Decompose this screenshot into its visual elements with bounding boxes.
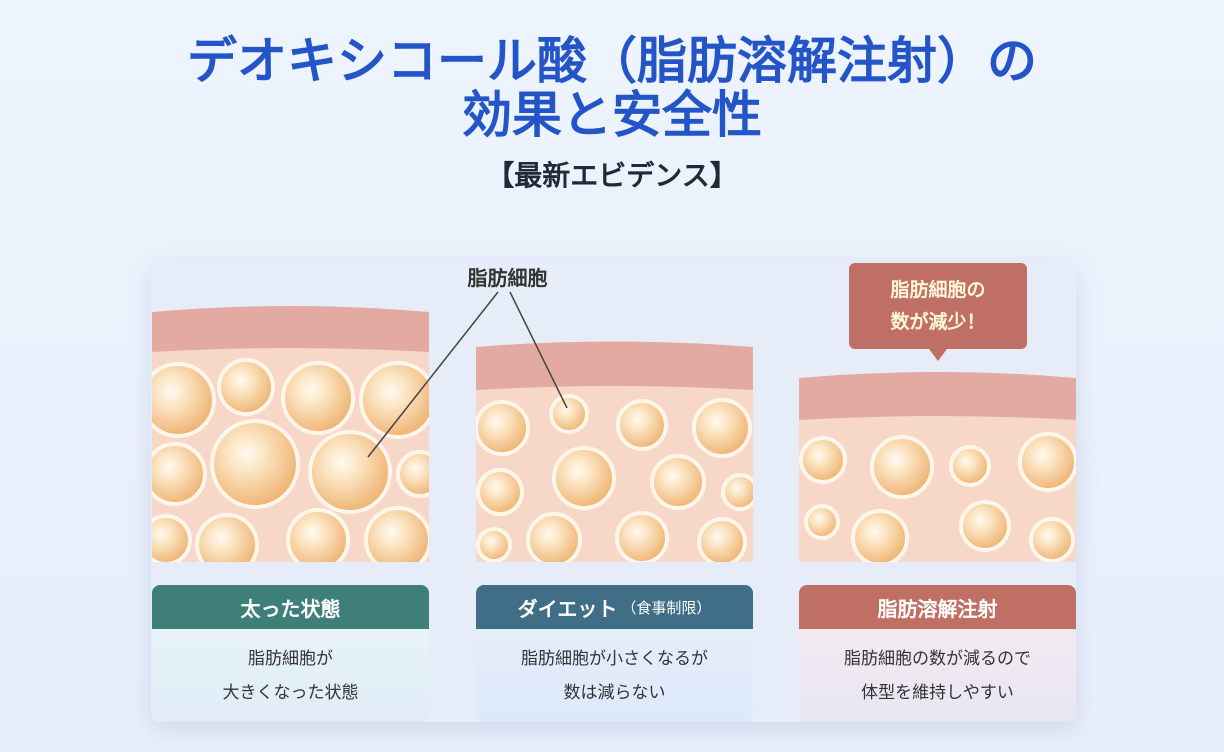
fat-cell-icon	[217, 358, 275, 416]
panel-3-heading-text: 脂肪溶解注射	[877, 596, 998, 621]
page-title: デオキシコール酸（脂肪溶解注射）の 効果と安全性	[0, 34, 1224, 142]
fat-cell-icon	[959, 500, 1011, 552]
panel-1-desc-line-2: 大きくなった状態	[222, 682, 359, 703]
callout-line-2: 数が減少！	[890, 311, 986, 333]
panel-1-description: 脂肪細胞が 大きくなった状態	[152, 629, 429, 722]
fat-cell-icon	[396, 450, 429, 498]
panel-2-desc-line-1: 脂肪細胞が小さくなるが	[521, 648, 708, 669]
fat-cell-icon	[359, 361, 429, 439]
panel-2-heading-note: （食事制限）	[621, 598, 712, 617]
fat-cell-icon	[616, 399, 668, 451]
fat-cell-icon	[152, 362, 216, 438]
panel-3-heading: 脂肪溶解注射	[799, 585, 1076, 629]
fat-cell-icon	[476, 400, 530, 456]
fat-cell-icon	[1029, 517, 1075, 562]
fat-cell-icon	[552, 446, 616, 510]
fat-cell-icon	[152, 514, 192, 562]
fat-cell-icon	[210, 419, 300, 509]
title-line-1: デオキシコール酸（脂肪溶解注射）の	[187, 32, 1037, 90]
fat-cell-icon	[721, 473, 753, 511]
fat-cell-icon	[526, 512, 582, 562]
pointer-line	[509, 291, 568, 409]
panel-3-description: 脂肪細胞の数が減るので 体型を維持しやすい	[799, 629, 1076, 722]
fat-cell-icon	[286, 508, 350, 562]
fat-cell-icon	[615, 511, 669, 562]
fat-cell-icon	[476, 468, 524, 516]
fat-cell-icon	[870, 435, 934, 499]
fat-cell-icon	[799, 436, 847, 484]
page-subtitle: 【最新エビデンス】	[486, 159, 738, 192]
title-line-2: 効果と安全性	[462, 86, 762, 144]
panel-2-desc-line-2: 数は減らない	[563, 682, 666, 703]
fat-cell-icon	[195, 513, 259, 562]
pointer-line	[367, 291, 499, 458]
callout-bubble: 脂肪細胞の 数が減少！	[849, 263, 1027, 349]
fat-cell-icon	[308, 430, 392, 514]
fat-cell-icon	[1018, 432, 1076, 492]
skin-layer	[476, 341, 753, 390]
panel-3-desc-line-2: 体型を維持しやすい	[861, 682, 1014, 703]
panel-3-desc-line-1: 脂肪細胞の数が減るので	[844, 648, 1031, 669]
skin-layer	[799, 372, 1076, 420]
fat-cell-icon	[549, 394, 589, 434]
panel-2-description: 脂肪細胞が小さくなるが 数は減らない	[476, 629, 753, 722]
callout-line-1: 脂肪細胞の	[890, 279, 986, 301]
fat-cell-icon	[949, 445, 991, 487]
callout-tail	[929, 349, 947, 361]
tissue-panel-2	[476, 341, 753, 562]
fat-cell-icon	[152, 442, 207, 506]
panel-2-heading-text: ダイエット	[517, 596, 618, 621]
fat-cell-label: 脂肪細胞	[467, 266, 548, 290]
tissue-panel-1	[152, 306, 429, 562]
fat-cell-icon	[281, 361, 355, 435]
panel-1-heading: 太った状態	[152, 585, 429, 629]
panel-2-heading: ダイエット （食事制限）	[476, 585, 753, 629]
fat-cell-icon	[476, 527, 512, 562]
panel-1-desc-line-1: 脂肪細胞が	[248, 648, 333, 669]
fat-cell-icon	[851, 509, 909, 562]
fat-cell-icon	[804, 504, 840, 540]
skin-layer	[152, 306, 429, 352]
fat-cell-icon	[697, 517, 747, 562]
fat-cell-icon	[364, 506, 429, 562]
fat-cell-icon	[692, 398, 752, 458]
tissue-panel-3	[799, 372, 1076, 562]
panel-1-heading-text: 太った状態	[240, 596, 341, 621]
fat-cell-icon	[650, 454, 706, 510]
